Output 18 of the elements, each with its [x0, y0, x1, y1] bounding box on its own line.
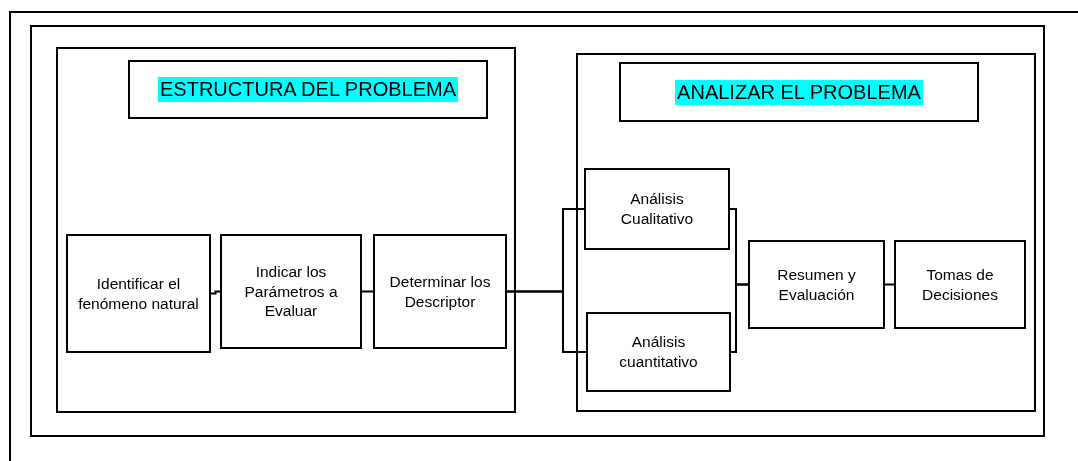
connector-line [361, 290, 374, 293]
process-box: Resumen y Evaluación [748, 240, 885, 329]
panel-frame [576, 53, 1036, 412]
connector-line [210, 290, 221, 295]
title-text: ESTRUCTURA DEL PROBLEMA [158, 77, 458, 102]
process-box: Identificar el fenómeno natural [66, 234, 211, 353]
connector-line [506, 290, 587, 353]
connector-line [884, 283, 895, 286]
process-box: Indicar los Parámetros a Evaluar [220, 234, 362, 349]
process-box: Análisis Cualitativo [584, 168, 730, 250]
title-box [128, 60, 488, 119]
title-box [619, 62, 979, 122]
connector-line [730, 283, 749, 353]
process-box: Análisis cuantitativo [586, 312, 731, 392]
panel-frame [56, 47, 516, 413]
process-box: Tomas de Decisiones [894, 240, 1026, 329]
title-text: ANALIZAR EL PROBLEMA [675, 79, 923, 105]
process-box: Determinar los Descriptor [373, 234, 507, 349]
